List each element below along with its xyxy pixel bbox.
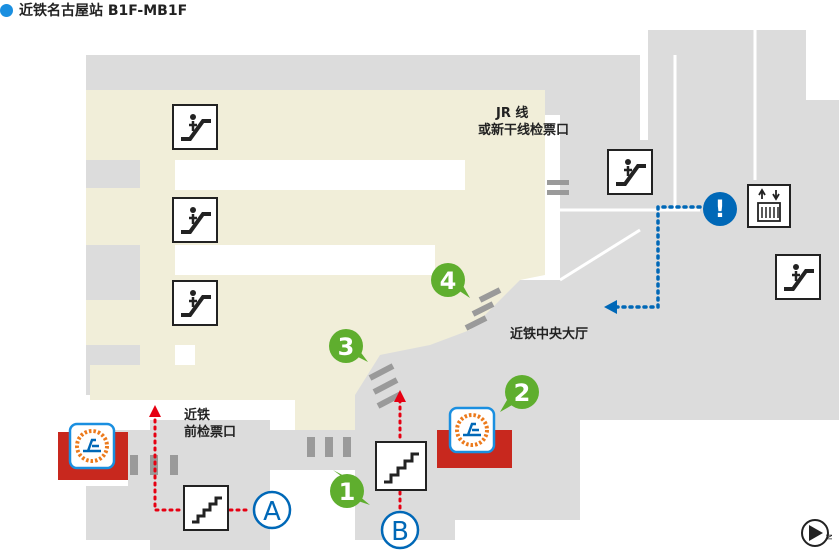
escalator-icon bbox=[607, 149, 653, 195]
escalator-icon bbox=[775, 254, 821, 300]
info-icon: ! bbox=[703, 192, 737, 226]
entrance-marker-a: A bbox=[252, 490, 292, 530]
route-blue bbox=[613, 205, 702, 309]
front-gate-label-line2: 前检票口 bbox=[184, 425, 237, 440]
jr-gate-label-line2: 或新干线检票口 bbox=[478, 123, 570, 138]
entrance-marker-b: B bbox=[380, 510, 420, 550]
corridor-lines bbox=[559, 30, 757, 282]
central-hall-label-text: 近铁中央大厅 bbox=[510, 327, 589, 342]
exit-number: 3 bbox=[338, 333, 355, 361]
map-title-text: 近铁名古屋站 B1F-MB1F bbox=[19, 3, 188, 19]
exit-number: 2 bbox=[514, 379, 531, 407]
exit-badge-2: 2 bbox=[500, 375, 539, 412]
jr-gate-label-line1: JR 线 bbox=[496, 106, 529, 121]
area-stripes bbox=[175, 160, 465, 365]
escalator-icon bbox=[172, 197, 218, 243]
escalator-icon bbox=[172, 104, 218, 150]
entrance-letter: A bbox=[263, 497, 281, 527]
front-gate-label-line1: 近铁 bbox=[184, 408, 211, 423]
stairs-icon bbox=[375, 441, 427, 491]
exit-number: 1 bbox=[339, 478, 356, 506]
waiting-room-icon bbox=[68, 422, 116, 470]
route-red bbox=[153, 398, 402, 512]
elevator-icon bbox=[747, 184, 791, 228]
compass-label: N bbox=[824, 534, 833, 540]
map-title: 近铁名古屋站 B1F-MB1F bbox=[0, 0, 187, 20]
exit-badge-1: 1 bbox=[330, 470, 370, 508]
escalator-icon bbox=[172, 280, 218, 326]
exit-badge-4: 4 bbox=[431, 263, 470, 298]
info-mark: ! bbox=[715, 195, 726, 223]
entrance-letter: B bbox=[391, 517, 409, 547]
title-dot-icon bbox=[0, 3, 13, 17]
route-blue-arrowhead bbox=[604, 300, 617, 314]
exit-number: 4 bbox=[440, 267, 457, 295]
front-gate-label: 近铁 前检票口 bbox=[184, 407, 236, 441]
jr-gate-label: JR 线 或新干线检票口 bbox=[478, 105, 569, 139]
stairs-icon bbox=[183, 485, 229, 531]
route-red-arrowheads bbox=[149, 390, 406, 417]
central-hall-label: 近铁中央大厅 bbox=[510, 326, 588, 343]
compass-icon: N bbox=[801, 519, 833, 547]
exit-badge-3: 3 bbox=[329, 329, 368, 363]
waiting-room-icon bbox=[448, 406, 496, 454]
